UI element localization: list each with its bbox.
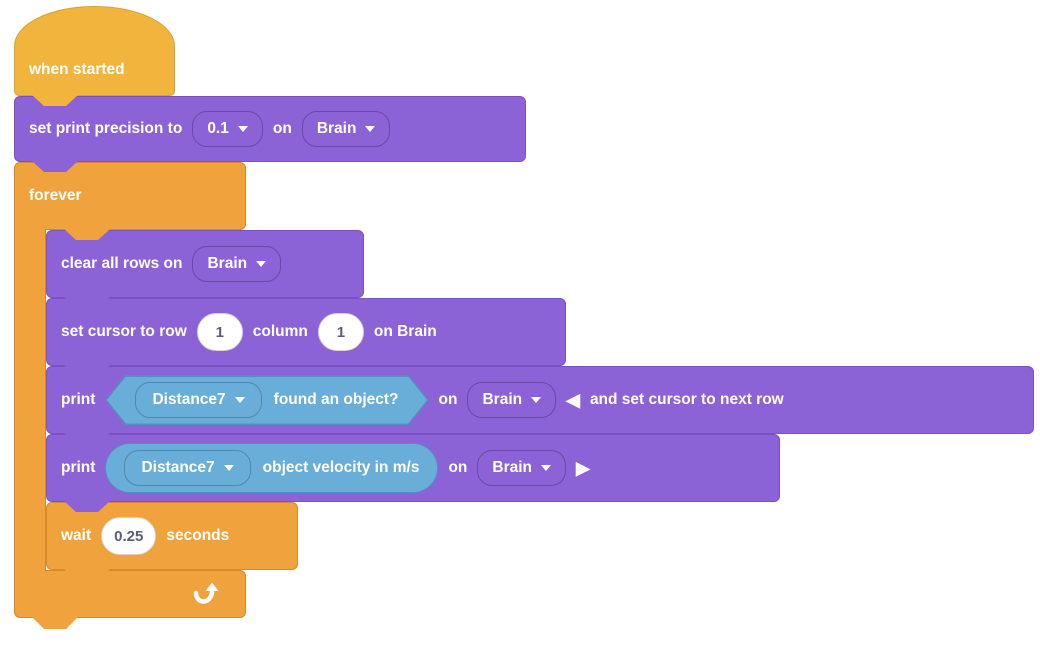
column-input[interactable]: 1 (317, 313, 364, 351)
seconds-label: seconds (166, 527, 230, 544)
connector-tab (64, 501, 110, 512)
forever-bottom-arm[interactable] (14, 570, 246, 618)
connector-tab (32, 95, 78, 106)
connector-tab (64, 229, 110, 240)
expand-arrow-icon[interactable]: ▶ (576, 458, 590, 478)
block-set-print-precision[interactable]: set print precision to 0.1 on Brain (14, 96, 526, 162)
block-forever[interactable]: forever (14, 162, 246, 230)
block-when-started[interactable]: when started (14, 6, 175, 96)
set-cursor-next-row-label: and set cursor to next row (589, 391, 784, 408)
precision-dropdown[interactable]: 0.1 (192, 111, 263, 147)
set-print-precision-label: set print precision to (29, 120, 183, 137)
when-started-label: when started (29, 61, 125, 78)
chevron-down-icon (256, 261, 267, 267)
hexagon-fill (107, 377, 427, 424)
sensor-dropdown[interactable]: Distance7 (135, 382, 262, 418)
block-clear-all-rows[interactable]: clear all rows on Brain (46, 230, 364, 298)
wait-label: wait (61, 527, 92, 544)
chevron-down-icon (541, 465, 552, 471)
forever-label: forever (29, 187, 82, 204)
device-dropdown[interactable]: Brain (192, 246, 282, 282)
block-set-cursor[interactable]: set cursor to row 1 column 1 on Brain (46, 298, 566, 366)
device-dropdown-value: Brain (482, 391, 523, 408)
connector-tab (64, 433, 110, 444)
sensor-dropdown-value: Distance7 (152, 391, 226, 408)
set-cursor-label: set cursor to row (61, 323, 187, 340)
clear-all-rows-label: clear all rows on (61, 255, 183, 272)
device-dropdown-value: Brain (207, 255, 248, 272)
print-label: print (61, 391, 96, 408)
sensor-dropdown-value: Distance7 (141, 459, 215, 476)
device-dropdown[interactable]: Brain (301, 111, 391, 147)
row-input[interactable]: 1 (196, 313, 243, 351)
connector-tab (64, 365, 110, 376)
found-object-label: found an object? (273, 391, 399, 408)
loop-arrow-icon (193, 582, 219, 604)
column-label: column (252, 323, 308, 340)
connector-tab (64, 569, 110, 580)
collapse-arrow-icon[interactable]: ◀ (566, 390, 580, 410)
wait-seconds-input[interactable]: 0.25 (101, 517, 157, 555)
on-label: on (272, 120, 292, 137)
chevron-down-icon (365, 126, 376, 132)
device-dropdown-value: Brain (316, 120, 357, 137)
chevron-down-icon (531, 397, 542, 403)
sensor-dropdown[interactable]: Distance7 (124, 450, 251, 486)
object-velocity-reporter[interactable]: Distance7 object velocity in m/s (105, 443, 439, 493)
chevron-down-icon (234, 397, 245, 403)
print-label: print (61, 459, 96, 476)
connector-tab (64, 297, 110, 308)
on-brain-label: on Brain (373, 323, 437, 340)
found-object-boolean[interactable]: Distance7 found an object? (105, 375, 428, 425)
precision-dropdown-value: 0.1 (207, 120, 229, 137)
block-print-found-object[interactable]: print Distance7 found an object? on Brai… (46, 366, 1034, 434)
forever-left-arm[interactable] (14, 229, 46, 572)
on-label: on (448, 459, 468, 476)
chevron-down-icon (237, 126, 248, 132)
chevron-down-icon (223, 465, 234, 471)
connector-tab (32, 617, 78, 629)
object-velocity-label: object velocity in m/s (262, 459, 420, 476)
block-wait[interactable]: wait 0.25 seconds (46, 502, 298, 570)
connector-tab (32, 161, 78, 172)
device-dropdown[interactable]: Brain (467, 382, 557, 418)
block-print-velocity[interactable]: print Distance7 object velocity in m/s o… (46, 434, 780, 502)
device-dropdown-value: Brain (492, 459, 533, 476)
on-label: on (438, 391, 458, 408)
device-dropdown[interactable]: Brain (477, 450, 567, 486)
